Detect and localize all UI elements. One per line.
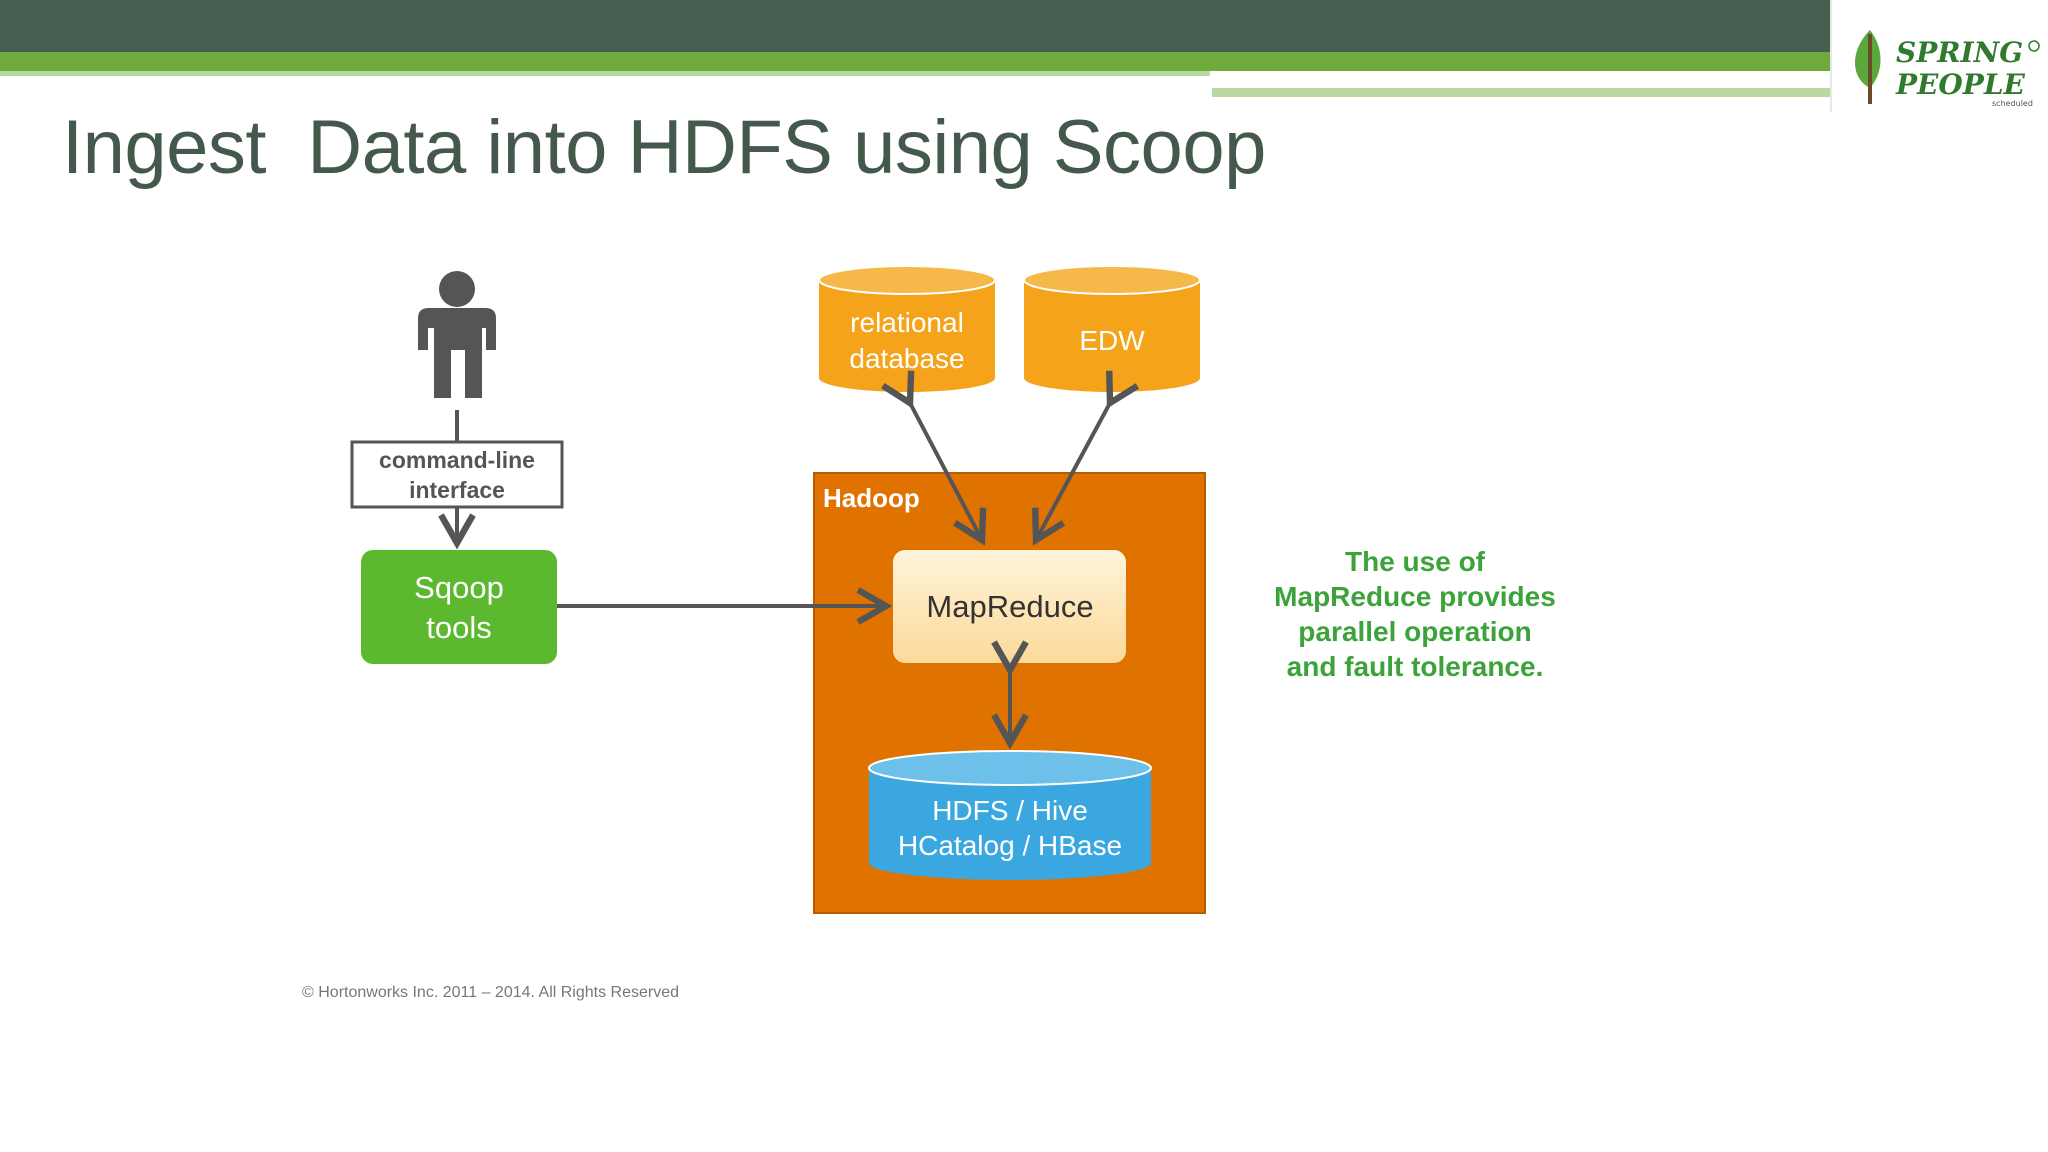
- leaf-icon: SPRING PEOPLE scheduled: [1855, 30, 2040, 108]
- note-line: and fault tolerance.: [1286, 651, 1544, 682]
- edw-mapreduce-arrow: [1032, 370, 1140, 546]
- storage-label-line2: HCatalog / HBase: [898, 830, 1122, 861]
- hdfs-storage-cylinder: HDFS / Hive HCatalog / HBase: [868, 750, 1152, 880]
- header-bar: [0, 0, 1830, 52]
- db-edw-label: EDW: [1079, 325, 1145, 356]
- cli-box: command-line interface: [350, 440, 564, 509]
- cli-label-line1: command-line: [379, 447, 535, 473]
- edw-cylinder: EDW: [1023, 265, 1201, 392]
- copyright-text: © Hortonworks Inc. 2011 – 2014. All Righ…: [302, 984, 680, 1001]
- mapreduce-box: MapReduce: [893, 550, 1126, 663]
- db-relational-line1: relational: [850, 307, 964, 338]
- mapreduce-label: MapReduce: [926, 589, 1093, 624]
- relational-database-cylinder: relational database: [818, 265, 996, 392]
- note-line: parallel operation: [1298, 616, 1532, 647]
- logo-line1: SPRING: [1896, 36, 2023, 69]
- storage-label-line1: HDFS / Hive: [932, 795, 1088, 826]
- side-note: The use of MapReduce provides parallel o…: [1250, 544, 1580, 684]
- header-light-stripe: [0, 71, 1210, 76]
- header-accent-stripe: [0, 52, 1830, 71]
- sqoop-tools-box: Sqoop tools: [361, 550, 557, 664]
- db-relational-line2: database: [849, 343, 964, 374]
- springpeople-logo: SPRING PEOPLE scheduled: [1830, 0, 2048, 112]
- note-line: MapReduce provides: [1274, 581, 1556, 612]
- cli-label-line2: interface: [409, 477, 505, 503]
- note-line: The use of: [1344, 546, 1485, 577]
- person-icon: [418, 271, 496, 398]
- page-title: Ingest Data into HDFS using Scoop: [62, 105, 1266, 190]
- sqoop-label-line1: Sqoop: [414, 570, 504, 605]
- relational-mapreduce-arrow: [881, 370, 987, 546]
- header-light-stripe-right: [1212, 71, 1830, 101]
- hadoop-label: Hadoop: [823, 483, 920, 513]
- logo-tagline: scheduled: [1992, 99, 2033, 108]
- sqoop-label-line2: tools: [426, 610, 491, 645]
- logo-line2: PEOPLE: [1895, 68, 2026, 101]
